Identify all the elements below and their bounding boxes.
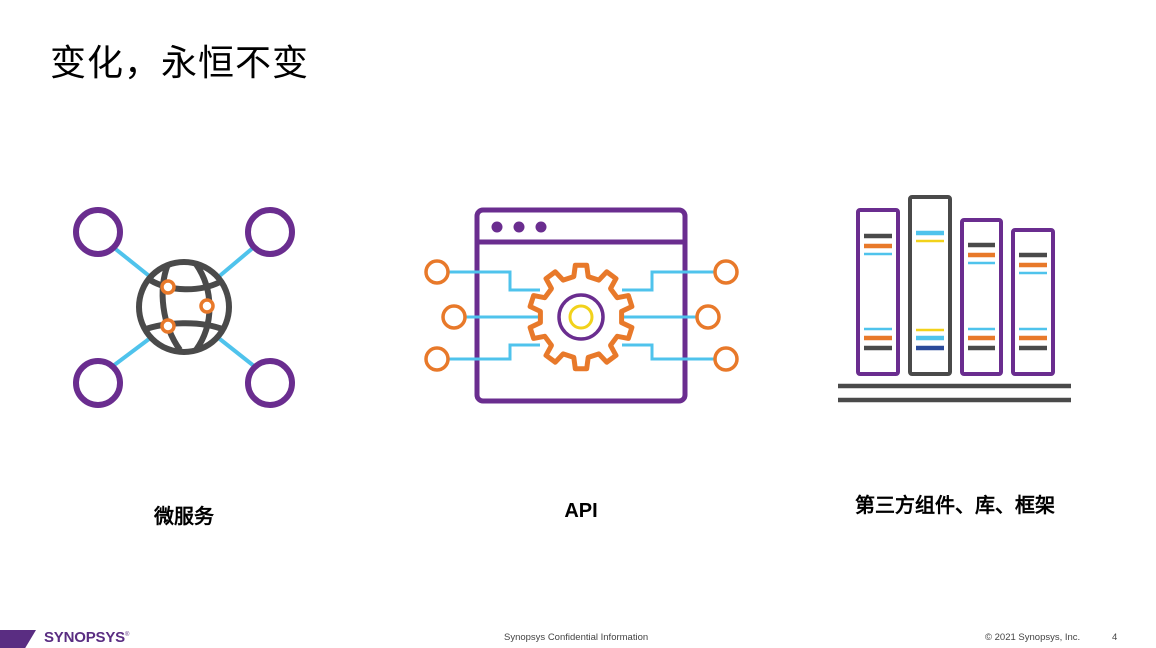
logo-mark: ® [124,632,130,638]
caption-api: API [564,500,598,522]
page-number: 4 [1112,632,1118,643]
caption-microservices: 微服务 [154,504,214,528]
synopsys-logo: SYNOPSYS® [44,629,129,646]
copyright-notice: © 2021 Synopsys, Inc. [985,632,1081,643]
caption-third-party: 第三方组件、库、框架 [855,493,1055,517]
api-gear-window-icon [420,205,745,410]
logo-text: SYNOPSYS [44,629,125,646]
slide-title: 变化，永恒不变 [50,43,310,84]
microservices-network-icon [70,203,300,413]
confidential-notice: Synopsys Confidential Information [504,632,649,643]
footer-accent-bar [0,630,36,648]
books-library-icon [835,193,1075,405]
